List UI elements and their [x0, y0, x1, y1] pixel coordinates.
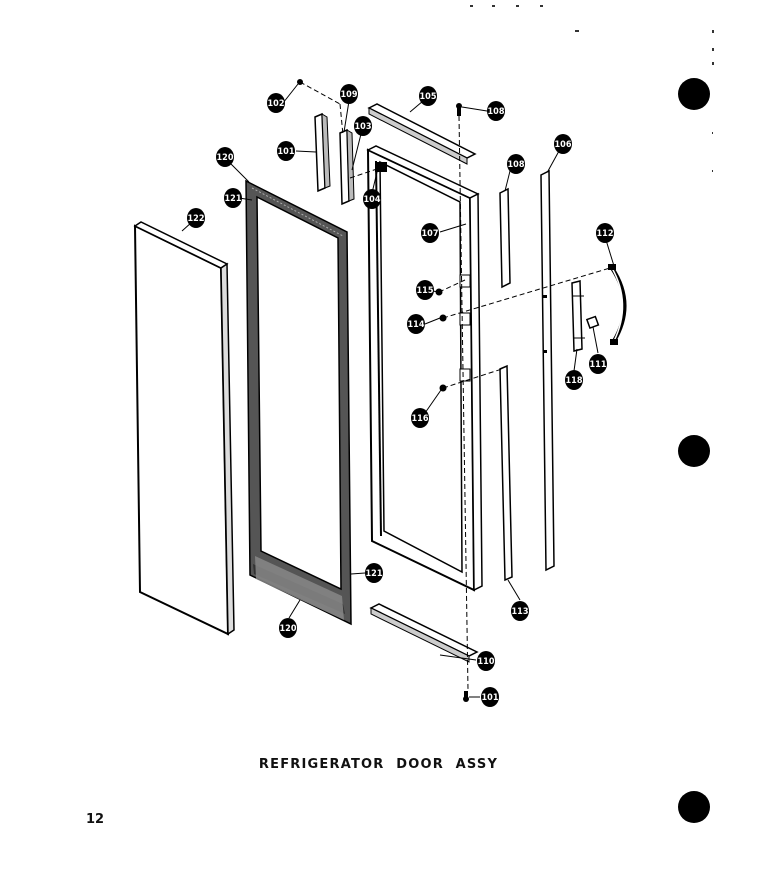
callout-106: 106: [554, 134, 572, 154]
svg-text:121: 121: [366, 569, 383, 579]
page-number: 12: [86, 812, 105, 827]
svg-text:105: 105: [420, 92, 437, 102]
callout-bubbles: 102 109 101 103 105 108 120 121 104 107 …: [187, 84, 614, 707]
svg-text:118: 118: [566, 376, 583, 386]
svg-text:120: 120: [217, 153, 234, 163]
callout-121-bottom: 121: [365, 563, 383, 583]
callout-101-bottom: 101: [481, 687, 499, 707]
callout-115-upper: 115: [416, 280, 434, 300]
callout-113: 113: [511, 601, 529, 621]
svg-text:106: 106: [555, 140, 572, 150]
small-clip: [585, 315, 600, 330]
door-gasket: [245, 179, 352, 626]
diagram-title: REFRIGERATOR DOOR ASSY: [258, 757, 499, 772]
svg-text:114: 114: [408, 320, 425, 330]
svg-text:111: 111: [590, 360, 607, 370]
svg-text:102: 102: [268, 99, 285, 109]
callout-121-top: 121: [224, 188, 242, 208]
svg-text:107: 107: [422, 229, 439, 239]
callout-112: 112: [596, 223, 614, 243]
svg-text:101: 101: [482, 693, 499, 703]
punch-hole-top: [678, 78, 710, 110]
hinge-bracket: [571, 280, 585, 352]
callout-103: 103: [354, 116, 372, 136]
callout-120-top: 120: [216, 147, 234, 167]
punch-hole-middle: [678, 435, 710, 467]
svg-text:121: 121: [225, 194, 242, 204]
svg-text:112: 112: [597, 229, 614, 239]
hinge-strip: [499, 187, 511, 289]
svg-text:122: 122: [188, 214, 205, 224]
callout-118: 118: [565, 370, 583, 390]
door-handle: [608, 264, 627, 345]
callout-111: 111: [589, 354, 607, 374]
svg-text:103: 103: [355, 122, 372, 132]
callout-108-side: 108: [507, 154, 525, 174]
outer-door-panel: [133, 221, 235, 636]
callout-114: 114: [407, 314, 425, 334]
callout-122: 122: [187, 208, 205, 228]
callout-104: 104: [363, 189, 381, 209]
svg-text:116: 116: [412, 414, 429, 424]
svg-text:101: 101: [278, 147, 295, 157]
leader-lines: [181, 83, 615, 698]
svg-text:110: 110: [478, 657, 495, 667]
callout-107: 107: [421, 223, 439, 243]
punch-hole-bottom: [678, 791, 710, 823]
svg-text:113: 113: [512, 607, 529, 617]
callout-101: 101: [277, 141, 295, 161]
svg-text:108: 108: [488, 107, 505, 117]
svg-text:109: 109: [341, 90, 358, 100]
bottom-trim-strip: [369, 603, 479, 663]
callout-110: 110: [477, 651, 495, 671]
svg-text:104: 104: [364, 195, 381, 205]
callout-109: 109: [340, 84, 358, 104]
alignment-lines: [299, 81, 611, 691]
door-liner-frame: [366, 145, 483, 592]
svg-text:108: 108: [508, 160, 525, 170]
callout-120-bottom: 120: [279, 618, 297, 638]
svg-text:115: 115: [417, 286, 434, 296]
lower-strip: [499, 364, 513, 582]
top-brackets: [314, 112, 355, 206]
callout-105: 105: [419, 86, 437, 106]
callout-108-top: 108: [487, 101, 505, 121]
callout-116-lower: 116: [411, 408, 429, 428]
top-trim-strip: [367, 103, 477, 165]
scan-speckles: [470, 5, 714, 172]
svg-text:120: 120: [280, 624, 297, 634]
side-trim-strip: [540, 169, 555, 572]
callout-102: 102: [267, 93, 285, 113]
